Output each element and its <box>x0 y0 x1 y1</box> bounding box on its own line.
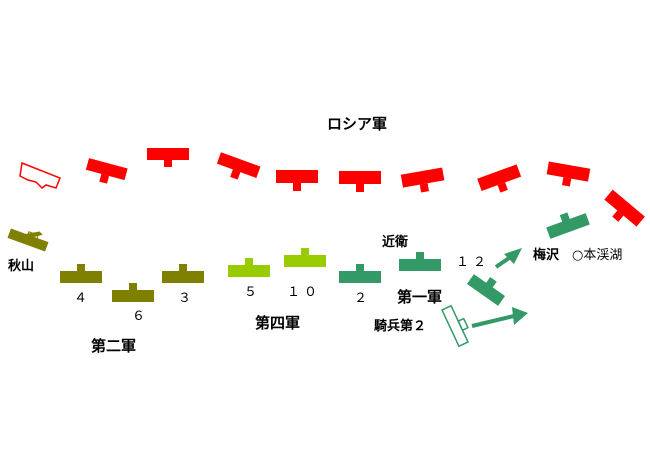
unit-2-label: ２ <box>354 291 372 306</box>
unit-3 <box>162 264 204 283</box>
russian-unit <box>400 167 445 193</box>
unit-4 <box>60 264 102 283</box>
russian-unit <box>147 148 189 167</box>
unit-12-label: １２ <box>456 255 491 270</box>
unit-10 <box>284 248 326 267</box>
russian-unit <box>276 170 318 191</box>
cavalry-2-unit <box>441 304 469 348</box>
unit-4-label: ４ <box>74 291 92 306</box>
akiyama-unit <box>7 228 49 252</box>
unit-12 <box>466 274 506 306</box>
unit-2 <box>339 264 381 283</box>
russian-unit-outline <box>19 161 61 189</box>
cavalry-2-label: 騎兵第２ <box>374 319 427 334</box>
unit-6-label: ６ <box>132 309 150 324</box>
advance-arrow <box>471 307 528 328</box>
russian-unit <box>604 189 645 227</box>
russian-unit <box>85 158 128 184</box>
second-army-label: 第二軍 <box>91 337 137 355</box>
honkeiko-label: ○本渓湖 <box>572 248 623 263</box>
russian-unit <box>546 161 591 187</box>
fourth-army-label: 第四軍 <box>255 314 301 332</box>
first-army-label: 第一軍 <box>397 288 443 306</box>
unit-umezawa <box>546 212 590 239</box>
russian-army-label: ロシア軍 <box>327 115 388 133</box>
unit-3-label: ３ <box>178 291 196 306</box>
unit-konoe <box>399 252 441 271</box>
unit-5 <box>228 258 270 277</box>
russian-unit <box>216 152 261 180</box>
unit-10-label: １０ <box>287 285 322 300</box>
konoe-label: 近衛 <box>382 235 409 250</box>
russian-unit <box>477 164 522 193</box>
umezawa-label: 梅沢 <box>533 248 560 263</box>
russian-unit <box>339 171 381 192</box>
akiyama-label: 秋山 <box>8 259 35 274</box>
unit-5-label: ５ <box>244 285 262 300</box>
advance-arrow <box>494 248 522 269</box>
unit-6 <box>112 283 154 302</box>
